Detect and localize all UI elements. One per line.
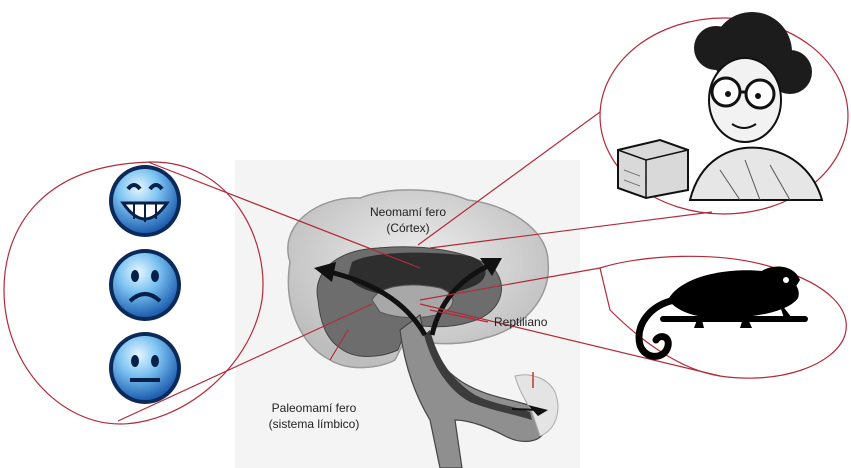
limbic-label-line2: (sistema límbico) — [269, 417, 360, 431]
thinker-oval — [600, 12, 848, 214]
person-with-glasses-illustration — [618, 12, 822, 200]
neocortex-label-line1: Neomamí fero — [370, 205, 446, 219]
chameleon-silhouette-icon — [639, 266, 808, 356]
neutral-face-icon — [109, 332, 181, 404]
sad-face-icon — [109, 249, 181, 321]
emotions-oval — [4, 162, 263, 424]
neocortex-label-line2: (Córtex) — [386, 221, 429, 235]
reptile-oval — [600, 256, 846, 378]
reptilian-label: Reptiliano — [494, 315, 548, 329]
laughing-face-icon — [109, 165, 181, 237]
limbic-label-line1: Paleomamí fero — [272, 401, 357, 415]
